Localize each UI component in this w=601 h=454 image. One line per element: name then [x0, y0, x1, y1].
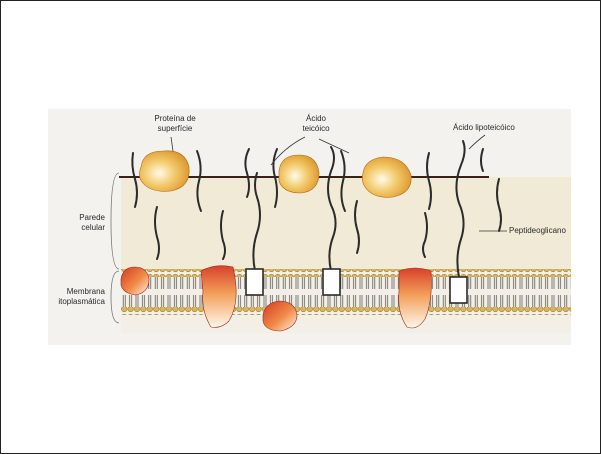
surface-protein-label: Proteína de superfície	[139, 114, 211, 134]
upper-lipid-tails	[121, 277, 571, 289]
teichoic-acid-label-line2: teicóico	[291, 124, 341, 134]
surface-protein-label-line1: Proteína de	[139, 114, 211, 124]
surface-protein-label-line2: superfície	[139, 124, 211, 134]
cell-wall-label: Parede celular	[53, 213, 105, 233]
cell-wall-label-line2: celular	[53, 223, 105, 233]
lipoteichoic-acid-label: Ácido lipoteicóico	[453, 123, 515, 133]
lower-lipid-tails	[121, 295, 571, 307]
lipoteichoic-acid-text: Ácido lipoteicóico	[453, 123, 515, 132]
membrane-label: Membrana itoplasmática	[47, 287, 105, 307]
upper-lipid-heads	[121, 269, 571, 277]
cell-wall-label-line1: Parede	[53, 213, 105, 223]
membrane-bracket	[111, 271, 119, 323]
peptidoglycan-label: Peptideoglicano	[509, 226, 566, 236]
teichoic-acid-label-line1: Ácido	[291, 114, 341, 124]
peptidoglycan-text: Peptideoglicano	[509, 226, 566, 235]
surface-proteins	[139, 151, 411, 197]
lower-lipid-heads	[121, 307, 571, 315]
wall-bracket	[111, 173, 119, 269]
teichoic-acid-label: Ácido teicóico	[291, 114, 341, 134]
membrane-label-line1: Membrana	[47, 287, 105, 297]
membrane-label-line2: itoplasmática	[47, 297, 105, 307]
